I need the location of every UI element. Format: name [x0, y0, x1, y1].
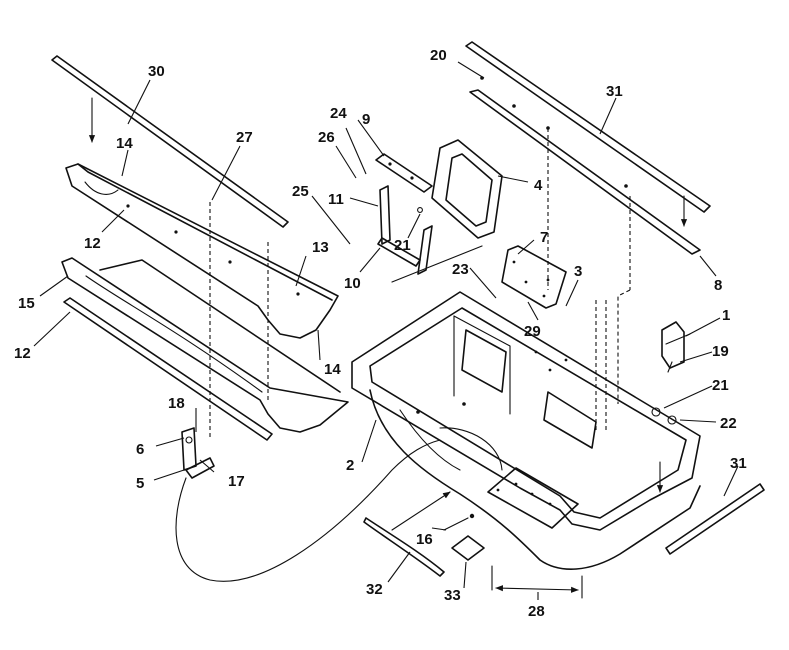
callout-20: 20	[430, 47, 447, 64]
part-27-drop-line	[209, 202, 269, 440]
callout-21-left: 21	[394, 237, 411, 254]
callout-4: 4	[534, 177, 543, 194]
part-32-strip	[363, 491, 451, 577]
callout-10: 10	[344, 275, 361, 292]
part-10-11-brackets	[377, 185, 483, 283]
callout-29: 29	[524, 323, 541, 340]
part-1-right-bracket	[661, 321, 691, 373]
callout-25: 25	[292, 183, 309, 200]
callout-2: 2	[346, 457, 354, 474]
callout-13: 13	[312, 239, 329, 256]
part-2-main-tub	[351, 291, 701, 570]
callout-32: 32	[366, 581, 383, 598]
part-28-dimension	[491, 565, 583, 599]
callout-16: 16	[416, 531, 433, 548]
callout-9: 9	[362, 111, 370, 128]
callout-7: 7	[540, 229, 548, 246]
callout-12-top: 12	[84, 235, 101, 252]
callout-15: 15	[18, 295, 35, 312]
callout-26: 26	[318, 129, 335, 146]
callout-3: 3	[574, 263, 582, 280]
part-31-small-rail	[665, 483, 765, 555]
part-12-lower-rail	[63, 297, 273, 441]
callout-6: 6	[136, 441, 144, 458]
part-16-fastener	[443, 513, 475, 531]
callout-28: 28	[528, 603, 545, 620]
part-7-plate	[501, 245, 567, 309]
callout-18: 18	[168, 395, 185, 412]
callout-21-right: 21	[712, 377, 729, 394]
callout-19: 19	[712, 343, 729, 360]
callout-11: 11	[328, 191, 344, 208]
part-5-bracket	[175, 427, 441, 582]
assembly-lines	[547, 128, 631, 430]
callout-27: 27	[236, 129, 253, 146]
leader-lines	[33, 61, 739, 600]
part-4-window-panel	[375, 139, 503, 239]
callout-14-top: 14	[116, 135, 133, 152]
callout-1: 1	[722, 307, 730, 324]
callout-23: 23	[452, 261, 469, 278]
callout-8: 8	[714, 277, 722, 294]
part-15-seat-liner	[61, 257, 349, 433]
part-30-top-rail	[51, 55, 289, 228]
callout-30: 30	[148, 63, 165, 80]
callout-31-top: 31	[606, 83, 623, 100]
callout-12-bottom: 12	[14, 345, 31, 362]
part-33-pad	[451, 535, 485, 561]
part-21-22-washers	[651, 407, 677, 425]
part-14-upper-trim-rail	[65, 163, 339, 339]
callout-5: 5	[136, 475, 144, 492]
callout-33: 33	[444, 587, 461, 604]
callout-14-bottom: 14	[324, 361, 341, 378]
callout-22: 22	[720, 415, 737, 432]
callout-labels: 30 27 14 12 13 15 14 12 18 6 17 5 24 9 2…	[14, 47, 747, 620]
callout-17: 17	[228, 473, 245, 490]
part-31-upper-rail	[465, 41, 711, 255]
callout-24: 24	[330, 105, 347, 122]
callout-31-bottom: 31	[730, 455, 747, 472]
